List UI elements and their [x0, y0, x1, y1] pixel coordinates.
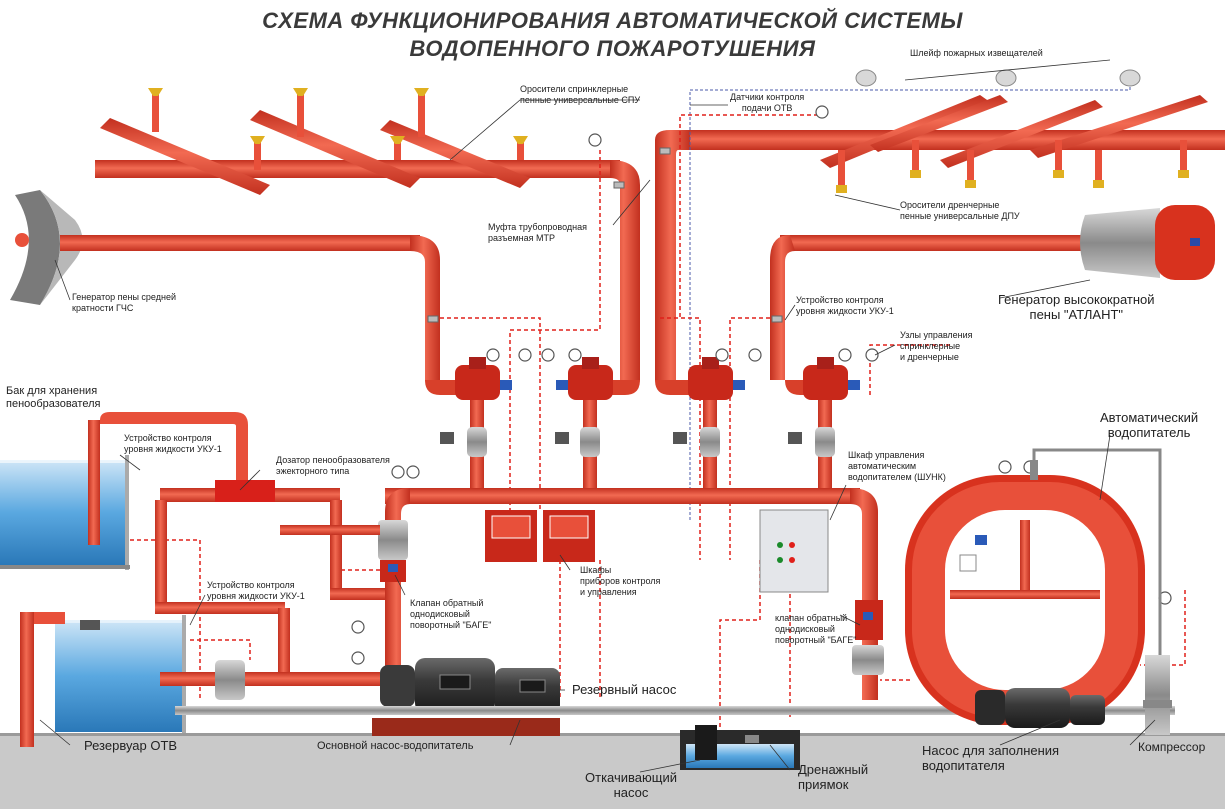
leader-lines: [39, 59, 1156, 773]
compressor: [1143, 655, 1172, 735]
title-line-2: ВОДОПЕННОГО ПОЖАРОТУШЕНИЯ: [409, 36, 816, 61]
label-reservoir: Резервуар ОТВ: [84, 738, 178, 753]
pipe-couplings: [427, 147, 783, 323]
medium-foam-generator: [10, 190, 440, 380]
fire-detectors: [855, 69, 1141, 87]
drain-pit: [680, 725, 800, 770]
title-line-1: СХЕМА ФУНКЦИОНИРОВАНИЯ АВТОМАТИЧЕСКОЙ СИ…: [262, 8, 963, 33]
label-detector-loop: Шлейф пожарных извещателей: [910, 48, 1043, 58]
sprinkler-main-pipe: [95, 88, 640, 380]
check-valves: [378, 520, 884, 675]
foam-pipes: [88, 412, 385, 678]
floor-edge: [0, 733, 1225, 736]
auto-water-feeder: [905, 448, 1162, 725]
fill-pump: [975, 688, 1105, 728]
reservoir: [20, 612, 380, 747]
main-pump-assembly: [372, 658, 560, 736]
floor: [0, 735, 1225, 809]
foam-tank: [0, 455, 130, 570]
label-reserve-pump: Резервный насос: [572, 682, 677, 697]
control-valve-units: [455, 357, 860, 457]
label-compressor: Компрессор: [1138, 740, 1206, 754]
drencher-main-pipe: [655, 95, 1225, 380]
gate-valves: [440, 432, 802, 444]
high-foam-generator: [770, 205, 1215, 380]
suction-line: [175, 706, 1175, 715]
control-cabinets: [485, 509, 829, 593]
label-main-pump: Основной насос-водопитатель: [317, 740, 474, 752]
